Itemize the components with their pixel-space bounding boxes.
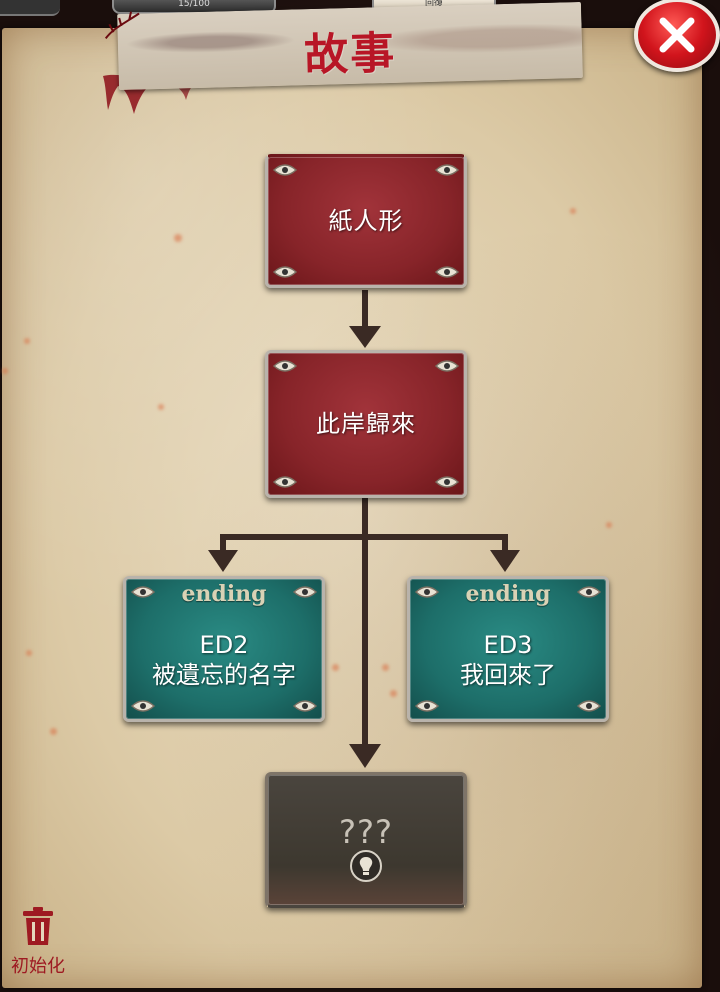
eye-corner-icon [576, 700, 602, 712]
reset-label: 初始化 [11, 956, 65, 977]
eye-corner-icon [576, 586, 602, 598]
ending-code: ED3 [483, 631, 533, 659]
eye-corner-icon [292, 586, 318, 598]
close-button[interactable] [634, 0, 720, 72]
eye-corner-icon [292, 700, 318, 712]
eye-corner-icon [434, 360, 460, 372]
story-node-label: 此岸歸來 [316, 410, 416, 438]
eye-corner-icon [272, 360, 298, 372]
ending-card-ed2[interactable]: ending ED2 被遺忘的名字 [123, 576, 325, 722]
ending-title: 我回來了 [460, 661, 556, 689]
eye-corner-icon [272, 266, 298, 278]
ending-title: 被遺忘的名字 [152, 661, 296, 689]
ending-card-ed3[interactable]: ending ED3 我回來了 [407, 576, 609, 722]
ending-code: ED2 [199, 631, 249, 659]
thorn-vine-decoration [104, 11, 140, 40]
eye-corner-icon [130, 586, 156, 598]
trash-icon [23, 907, 53, 945]
story-node-return-from-shore[interactable]: 此岸歸來 [265, 350, 467, 498]
eye-corner-icon [434, 266, 460, 278]
title-banner: 故事 [104, 1, 583, 91]
eye-corner-icon [130, 700, 156, 712]
reset-button[interactable]: 初始化 [6, 906, 70, 977]
page-title: 故事 [303, 27, 397, 82]
eye-corner-icon [434, 476, 460, 488]
story-node-label: 紙人形 [328, 207, 404, 235]
ending-tag: ending [181, 581, 267, 607]
locked-label: ??? [339, 813, 393, 851]
eye-corner-icon [434, 164, 460, 176]
locked-story-node[interactable]: ??? [265, 772, 467, 908]
lightbulb-hint-icon [350, 850, 382, 882]
eye-corner-icon [272, 164, 298, 176]
top-bar-fragment [0, 0, 60, 16]
eye-corner-icon [272, 476, 298, 488]
ending-tag: ending [465, 581, 551, 607]
story-node-paper-doll[interactable]: 紙人形 [265, 154, 467, 288]
eye-corner-icon [414, 700, 440, 712]
eye-corner-icon [414, 586, 440, 598]
close-x-icon [659, 17, 695, 53]
